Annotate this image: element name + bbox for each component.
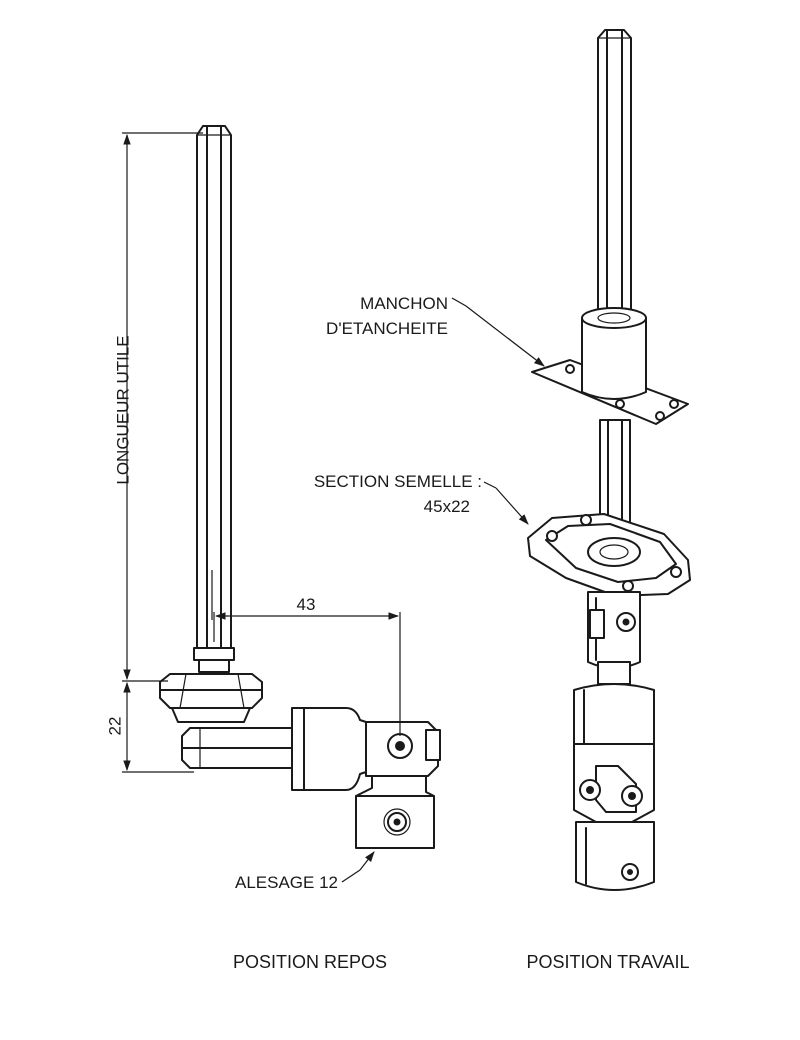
caption-position-repos: POSITION REPOS [233, 952, 387, 972]
manchon-label-line1: MANCHON [360, 294, 448, 313]
left-joint-fork [291, 707, 441, 791]
right-upper-joint [587, 591, 641, 669]
alesage-label: ALESAGE 12 [235, 873, 338, 892]
right-shaft-top [597, 29, 632, 311]
dimension-43 [213, 612, 401, 736]
section-leader [483, 481, 529, 525]
section-label-line2: 45x22 [424, 497, 470, 516]
left-collar [193, 647, 235, 673]
dimension-longueur-utile [122, 132, 203, 682]
right-shaft-lower [573, 661, 655, 745]
manchon-label-line2: D'ETANCHEITE [326, 319, 448, 338]
dim-43-label: 43 [297, 595, 316, 614]
right-shaft-middle [599, 419, 631, 525]
left-sole [159, 673, 263, 723]
dimension-22 [122, 681, 194, 773]
right-lower-joint [573, 743, 655, 823]
caption-position-travail: POSITION TRAVAIL [526, 952, 689, 972]
longueur-utile-label: LONGUEUR UTILE [113, 335, 132, 484]
left-horizontal-shaft [181, 727, 293, 769]
alesage-leader [341, 851, 375, 883]
manchon-etancheite [531, 307, 689, 425]
position-repos-assembly [159, 125, 441, 849]
right-output-block [575, 821, 655, 891]
position-travail-assembly [527, 29, 691, 891]
manchon-leader [451, 297, 545, 367]
dim-22-label: 22 [105, 717, 124, 736]
section-label-line1: SECTION SEMELLE : [314, 472, 482, 491]
left-output-block [355, 775, 435, 849]
left-shaft [196, 125, 232, 649]
right-sole [527, 513, 691, 597]
